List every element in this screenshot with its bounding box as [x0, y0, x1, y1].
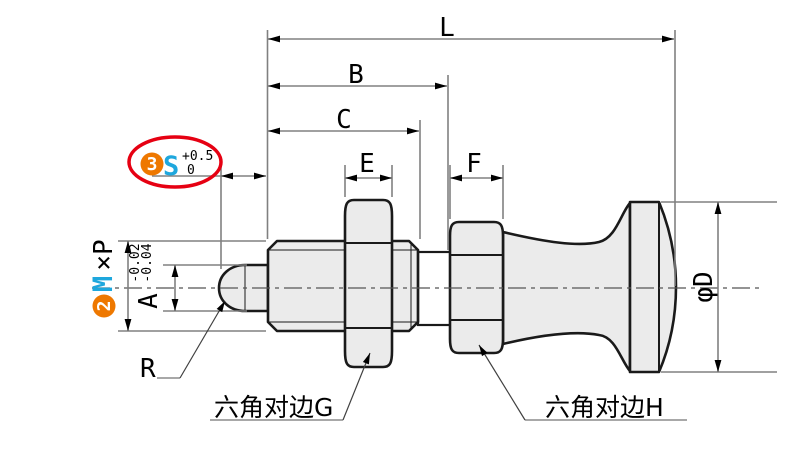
arrowhead: [345, 174, 357, 182]
arrowhead: [254, 172, 266, 180]
leader-tip-radius: R: [140, 300, 226, 384]
arrowhead: [362, 353, 370, 365]
stroke-tolerance-upper: +0.5: [182, 149, 213, 164]
step-badge-2: [92, 294, 116, 318]
arrowhead: [268, 127, 280, 135]
leader-line: [342, 352, 371, 421]
leader-line: [179, 300, 226, 379]
arrowhead: [268, 35, 280, 43]
knob-flare: [501, 201, 632, 373]
pin-letter-a: A: [134, 293, 164, 309]
dim-label-b: B: [348, 60, 364, 90]
knob-cap: [628, 200, 678, 374]
arrowhead: [435, 82, 447, 90]
arrowhead: [450, 174, 462, 182]
threaded-body: [266, 239, 420, 333]
dim-stroke-s: 3 S +0.5 0: [127, 135, 266, 269]
hex-g-text: 六角对边G: [214, 393, 333, 422]
dim-label-l: L: [439, 13, 455, 43]
arrowhead: [268, 82, 280, 90]
dim-overall-length: L: [266, 13, 676, 286]
label-hex-flats-h: 六角对边H: [478, 344, 687, 422]
pin-tolerance-upper: -0.02: [128, 243, 143, 282]
arrowhead: [124, 241, 132, 253]
dim-label-r: R: [140, 354, 156, 384]
dim-thread-length: C: [268, 105, 421, 239]
dim-label-phi-d: φD: [689, 271, 719, 302]
dim-label-e: E: [359, 149, 375, 179]
arrowhead: [714, 202, 722, 214]
step-badge-3-number: 3: [147, 154, 158, 175]
arrowhead: [491, 174, 503, 182]
hex-nut-g: [343, 198, 394, 369]
step-badge-3: [140, 152, 164, 176]
arrowhead: [216, 301, 225, 313]
arrowhead: [221, 172, 233, 180]
arrowhead: [124, 319, 132, 331]
leader-line: [478, 344, 526, 421]
dim-body-length: B: [268, 60, 449, 250]
arrowhead: [171, 265, 179, 277]
arrowhead: [714, 360, 722, 372]
dim-hex-g-width: E: [344, 149, 393, 197]
stroke-letter: S: [163, 151, 179, 182]
thread-suffix-xp: ×P: [89, 239, 119, 270]
highlight-oval: [127, 135, 223, 189]
arrowhead: [662, 35, 674, 43]
arrowhead: [407, 127, 419, 135]
pin-tolerance-lower: -0.04: [140, 243, 155, 282]
arrowhead: [171, 299, 179, 311]
dim-hex-h-width: F: [449, 149, 504, 219]
arrowhead: [380, 174, 392, 182]
dim-pin-diameter: A -0.02 -0.04: [128, 243, 247, 312]
dim-thread-spec: 2 M ×P: [88, 239, 266, 332]
dim-label-c: C: [336, 105, 352, 135]
hex-h-text: 六角对边H: [545, 393, 664, 422]
label-hex-flats-g: 六角对边G: [210, 352, 371, 422]
step-badge-2-number: 2: [94, 301, 115, 312]
stroke-tolerance-lower: 0: [187, 163, 195, 178]
arrowhead: [479, 345, 488, 357]
dim-label-f: F: [466, 149, 482, 179]
dim-knob-diameter: φD: [661, 201, 777, 373]
thread-prefix-m: M: [88, 276, 119, 292]
